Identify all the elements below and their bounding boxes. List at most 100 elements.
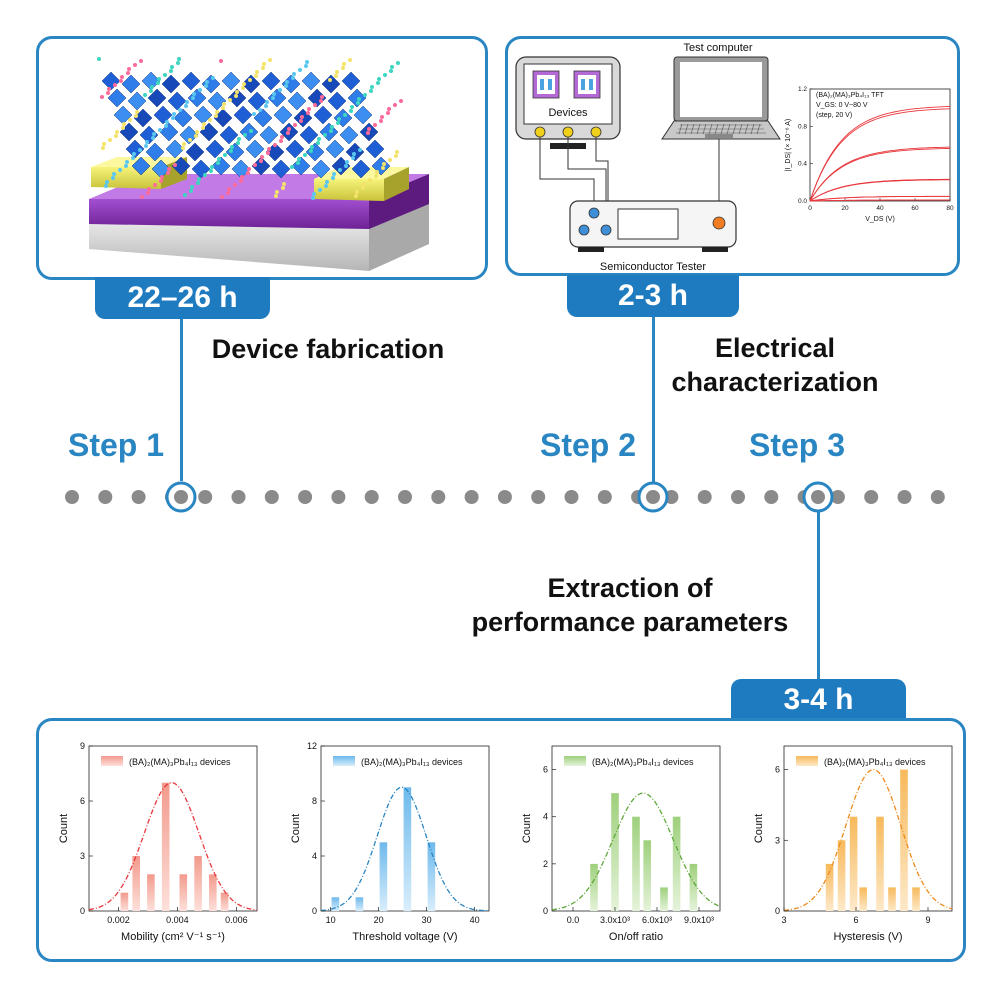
octahedron — [221, 71, 241, 91]
atom — [303, 153, 307, 157]
atom — [320, 95, 324, 99]
octahedron — [321, 74, 341, 94]
legend-swatch — [101, 756, 123, 766]
timeline-dot — [431, 490, 446, 504]
atom — [265, 100, 269, 104]
atom — [160, 175, 164, 179]
timeline-dot — [897, 490, 912, 504]
atom — [370, 85, 374, 89]
atom — [236, 141, 240, 145]
iv-curve — [809, 178, 950, 202]
atom — [214, 114, 218, 118]
atom — [115, 130, 119, 134]
octahedron — [259, 125, 279, 145]
step3-title-line2: performance parameters — [471, 607, 789, 637]
atom — [133, 63, 137, 67]
legend-label: (BA)₂(MA)₃Pb₄I₁₃ devices — [361, 757, 463, 767]
atom — [336, 121, 340, 125]
atom — [107, 87, 111, 91]
atom — [345, 160, 349, 164]
atom — [228, 98, 232, 102]
octahedron — [291, 156, 311, 176]
atom — [211, 76, 215, 80]
y-tick-label: 0 — [775, 906, 780, 916]
atom — [169, 69, 173, 73]
atom — [147, 187, 151, 191]
y-tick-label: 2 — [543, 859, 548, 869]
atom — [114, 134, 118, 138]
timeline-dot — [364, 490, 379, 504]
y-axis-label: Count — [58, 814, 70, 843]
atom — [243, 133, 247, 137]
atom — [373, 123, 377, 127]
x-tick-label: 3 — [781, 915, 786, 925]
timeline-dot — [231, 490, 246, 504]
atom — [112, 172, 116, 176]
histogram-bar — [643, 840, 651, 911]
perovskite-lattice — [97, 57, 403, 200]
timeline-dot — [131, 490, 146, 504]
octahedron — [339, 125, 359, 145]
atom — [158, 128, 162, 132]
atom — [323, 133, 327, 137]
timeline-dot — [697, 490, 712, 504]
atom — [219, 59, 223, 63]
histogram-bar — [859, 887, 867, 911]
atom — [176, 61, 180, 65]
octahedron — [131, 156, 151, 176]
atom — [332, 172, 336, 176]
octahedron — [119, 122, 139, 142]
octahedron — [319, 122, 339, 142]
histogram-bar — [427, 842, 436, 912]
atom — [284, 84, 288, 88]
atom — [298, 68, 302, 72]
x-tick-label: 0.002 — [107, 915, 130, 925]
atom — [281, 186, 285, 190]
y-tick-label: 3 — [80, 851, 85, 861]
atom — [324, 184, 328, 188]
histogram-bar — [689, 863, 698, 911]
step3-title: Extraction of performance parameters — [450, 571, 810, 639]
atom — [310, 145, 314, 149]
timeline-dot — [830, 490, 845, 504]
atom — [222, 102, 226, 106]
octahedron — [107, 88, 127, 108]
octahedron — [185, 142, 205, 162]
iv-curve — [809, 147, 951, 202]
x-axis-label: On/off ratio — [609, 931, 663, 943]
y-axis-label: Count — [753, 814, 765, 843]
atom — [334, 74, 338, 78]
atom — [259, 159, 263, 163]
x-tick-label: 0.004 — [166, 915, 189, 925]
atom — [309, 149, 313, 153]
histogram-bar — [825, 863, 834, 911]
histogram-bar — [672, 816, 681, 911]
tester-label: Semiconductor Tester — [600, 261, 707, 273]
atom — [258, 108, 262, 112]
atom — [328, 78, 332, 82]
step3-title-line1: Extraction of — [547, 573, 713, 603]
atom — [355, 190, 359, 194]
atom — [254, 74, 258, 78]
atom — [210, 165, 214, 169]
atom — [127, 67, 131, 71]
octahedron — [173, 108, 193, 128]
atom — [122, 122, 126, 126]
atom — [280, 135, 284, 139]
timeline-dot — [298, 490, 313, 504]
octahedron — [287, 91, 307, 111]
atom — [178, 108, 182, 112]
histogram-bar — [120, 892, 129, 911]
iv-curve — [809, 199, 950, 202]
octahedron — [299, 125, 319, 145]
atom — [170, 65, 174, 69]
atom — [195, 130, 199, 134]
atom — [366, 131, 370, 135]
histogram-bar — [147, 874, 155, 911]
atom — [194, 134, 198, 138]
atom — [361, 186, 365, 190]
atom — [290, 165, 294, 169]
step2-duration-tab: 2-3 h — [567, 275, 739, 317]
y-axis-label: Count — [521, 814, 533, 843]
